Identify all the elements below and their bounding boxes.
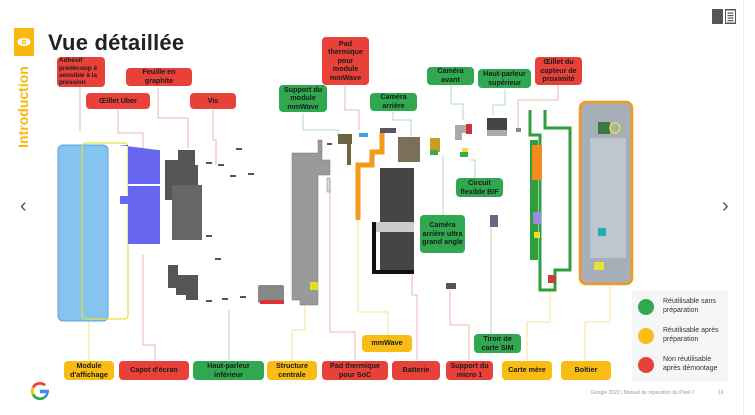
label-hp-inferieur: Haut-parleur inférieur: [193, 361, 264, 380]
leader-line: [470, 159, 476, 178]
page-title: Vue détaillée: [48, 30, 185, 55]
label-feuille-graphite: Feuille en graphite: [126, 68, 192, 86]
leader-line: [329, 180, 356, 360]
housing-art: [578, 100, 634, 286]
label-batterie: Batterie: [392, 361, 440, 380]
section-tab: [14, 28, 34, 56]
leader-line: [291, 292, 306, 360]
display-module-art: [57, 142, 129, 322]
leader-line: [449, 290, 470, 360]
label-hp-superieur: Haut-parleur supérieur: [478, 69, 531, 88]
legend-item-reusable: Réutilisable sans préparation: [638, 298, 728, 315]
label-circuit-bif: Circuit flexible BIF: [456, 178, 503, 197]
battery-art: [372, 168, 414, 274]
legend: Réutilisable sans préparation Réutilisab…: [632, 290, 728, 382]
label-camera-arriere: Caméra arrière: [370, 93, 417, 111]
label-vis: Vis: [190, 93, 236, 109]
label-module-affichage: Module d'affichage: [64, 361, 114, 380]
orange-flex-art: [355, 132, 385, 220]
motherboard-art: [528, 110, 572, 292]
label-mmwave: mmWave: [362, 335, 412, 352]
label-carte-mere: Carte mère: [502, 361, 552, 380]
label-adhesif: Adhésif prédécoup é sensible à la pressi…: [57, 57, 105, 87]
label-camera-avant: Caméra avant: [427, 67, 474, 85]
label-support-micro: Support du micro 1: [446, 361, 493, 380]
screws-art: [206, 143, 332, 302]
label-pad-soc: Pad thermique pour SoC: [322, 361, 388, 380]
google-logo-icon: [30, 381, 50, 401]
bif-flex-art: [460, 148, 468, 157]
label-boitier: Boîtier: [561, 361, 611, 380]
leader-line: [357, 215, 389, 335]
graphite-sheet-art: [165, 150, 202, 300]
mid-frame-art: [291, 139, 331, 306]
leader-line: [212, 110, 217, 165]
leader-line: [492, 89, 506, 115]
footer-text: Google 2022 | Manuel de réparation du Pi…: [591, 390, 695, 396]
mic-bracket-art: [446, 283, 456, 289]
leader-line: [117, 110, 144, 150]
leader-line: [392, 112, 412, 137]
label-capot-ecran: Capot d'écran: [119, 361, 189, 380]
leader-line: [450, 85, 464, 120]
sim-tray-art: [490, 215, 498, 227]
label-oeillet-uber: Œillet Uber: [86, 93, 150, 109]
yellow-dot-icon: [638, 327, 654, 344]
next-slide-button[interactable]: ›: [722, 195, 729, 217]
label-structure-centrale: Structure centrale: [267, 361, 317, 380]
connector-art: [380, 128, 396, 133]
label-pad-mmwave: Pad thermique pour module mmWave: [322, 37, 369, 85]
label-support-mmwave: Support du module mmWave: [279, 85, 327, 112]
leader-line: [526, 285, 551, 360]
earpiece-art: [487, 118, 521, 136]
manual-book-icon[interactable]: [711, 7, 737, 25]
red-dot-icon: [638, 356, 654, 373]
leader-line: [517, 85, 559, 128]
leader-line: [157, 88, 189, 148]
leader-line: [411, 272, 418, 360]
green-dot-icon: [638, 298, 654, 315]
label-camera-ultra: Caméra arrière ultra grand angle: [420, 215, 465, 253]
leader-line: [142, 255, 156, 360]
eye-icon: [17, 38, 31, 46]
page-number: 16: [718, 390, 724, 396]
label-tiroir-sim: Tiroir de carte SIM: [474, 334, 521, 353]
lower-speaker-art: [258, 285, 284, 304]
mmwave-bracket-art: [338, 133, 368, 165]
label-oeillet-proximite: Œillet du capteur de proximité: [535, 57, 582, 85]
legend-item-not-reusable: Non réutilisable après démontage: [638, 356, 728, 373]
prev-slide-button[interactable]: ‹: [20, 195, 27, 217]
uber-grommet-art: [118, 145, 160, 244]
legend-item-reusable-after-prep: Réutilisable après préparation: [638, 327, 728, 344]
leader-line: [584, 285, 611, 360]
rear-camera-art: [398, 137, 440, 162]
front-camera-art: [455, 124, 472, 140]
leader-line: [302, 113, 339, 137]
leader-line: [344, 86, 360, 130]
